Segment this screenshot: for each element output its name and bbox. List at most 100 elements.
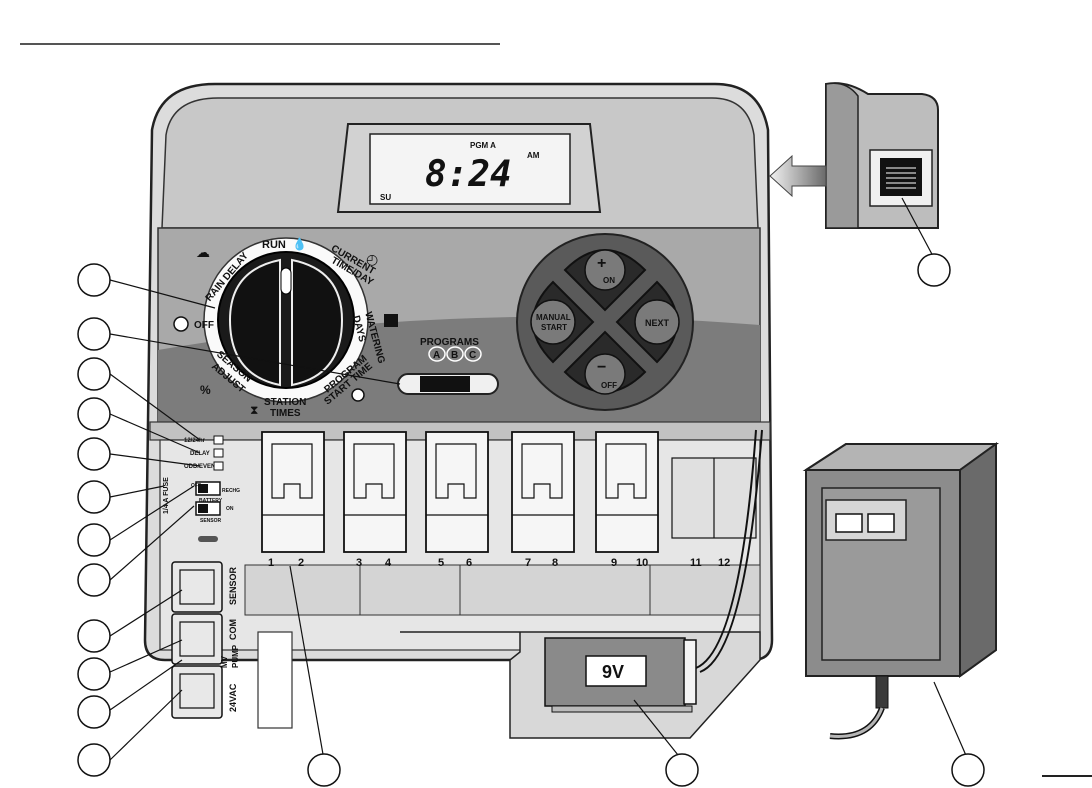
switch-delay[interactable] — [213, 448, 224, 458]
dial-off: OFF — [194, 320, 214, 331]
ac-transformer — [802, 442, 1000, 740]
phone-jack[interactable] — [880, 158, 922, 196]
minus-symbol: − — [597, 359, 606, 376]
station-number: 6 — [466, 557, 472, 569]
remote-port-detail — [769, 82, 939, 229]
insert-arrow — [769, 154, 827, 198]
station-number: 5 — [438, 557, 444, 569]
lcd-time: 8:24 — [425, 154, 512, 195]
plus-on-label: ON — [603, 276, 615, 285]
clock-icon-2 — [351, 388, 365, 402]
dial: RUN 💧 CURRENT TIME/DAY ◴ WATERING DAYS P… — [173, 237, 398, 419]
program-c-label: C — [469, 350, 476, 361]
fuse-label: 1/4 A FUSE — [163, 477, 170, 514]
callout-circle — [77, 437, 111, 471]
station-number: 8 — [552, 557, 558, 569]
station-number: 4 — [385, 557, 392, 569]
station-module-5[interactable] — [595, 431, 659, 553]
station-number: 9 — [611, 557, 617, 569]
station-number: 7 — [525, 557, 531, 569]
callout-circle — [77, 523, 111, 557]
callout-circle — [77, 263, 111, 297]
switch-panel: 12/24hr DELAY ODD/EVEN 1/4 A FUSE BATTER… — [163, 435, 240, 542]
station-module-3[interactable] — [425, 431, 489, 553]
program-a-label: A — [433, 350, 440, 361]
button-cluster: + ON − OFF MANUAL START NEXT — [516, 233, 694, 411]
lcd-ampm: AM — [527, 151, 540, 160]
manual-label-2: START — [541, 323, 567, 332]
callout-circle — [951, 753, 985, 787]
terminal-com[interactable] — [171, 613, 223, 665]
callout-circle — [917, 253, 951, 287]
terminal-sensor[interactable] — [171, 561, 223, 613]
callout-circle — [307, 753, 341, 787]
manual-label-1: MANUAL — [536, 313, 571, 322]
switch-recharge-label: RECHG — [222, 488, 240, 494]
lcd-window: PGM A 8:24 AM SU — [336, 123, 602, 213]
sensor-switch-label: SENSOR — [200, 518, 222, 524]
plug-prong — [867, 513, 895, 533]
dial-station-1: STATION — [264, 397, 306, 408]
station-number: 1 — [268, 557, 274, 569]
dial-percent: % — [200, 383, 211, 397]
hourglass-icon: ⧗ — [250, 403, 258, 417]
callout-circle — [665, 753, 699, 787]
dial-run: RUN — [262, 239, 286, 251]
callout-circle — [77, 357, 111, 391]
program-b-label: B — [451, 350, 458, 361]
terminal-mv-label: MV — [220, 655, 229, 668]
callout-circle — [77, 743, 111, 777]
terminal-com-label: COM — [228, 619, 238, 640]
station-modules — [261, 431, 757, 553]
station-number: 3 — [356, 557, 362, 569]
station-number: 12 — [718, 557, 730, 569]
switch-12-24[interactable] — [213, 435, 224, 445]
callout-circle — [77, 480, 111, 514]
switch-odd-even[interactable] — [213, 461, 224, 471]
switch-delay-label: DELAY — [190, 451, 210, 457]
sprinkler-off-icon — [173, 316, 189, 332]
callout-circles — [77, 253, 985, 787]
callout-circle — [77, 695, 111, 729]
station-numbers: 1 2 3 4 5 6 7 8 9 10 11 12 — [268, 557, 730, 569]
terminal-blocks: SENSOR COM MV PUMP 24VAC — [171, 561, 293, 729]
knockout-panel — [257, 631, 293, 729]
battery-bay: 9V — [400, 429, 763, 739]
plus-symbol: + — [597, 255, 606, 272]
plug-prong — [835, 513, 863, 533]
station-number: 2 — [298, 557, 304, 569]
callout-circle — [77, 317, 111, 351]
terminal-24vac-label: 24VAC — [228, 683, 238, 712]
switch-odd-even-label: ODD/EVEN — [184, 464, 215, 470]
lcd-day: SU — [380, 193, 391, 202]
callout-circle — [77, 563, 111, 597]
clock-icon: ◴ — [366, 251, 378, 267]
station-number: 11 — [690, 557, 702, 569]
station-number: 10 — [636, 557, 648, 569]
switch-on-label: ON — [226, 506, 234, 512]
rain-cloud-icon: ☁ — [196, 244, 210, 260]
lcd-program: PGM A — [470, 141, 496, 150]
terminal-sensor-label: SENSOR — [228, 566, 238, 605]
terminal-pump-label: PUMP — [231, 644, 240, 668]
switch-off-label: OFF — [191, 483, 201, 489]
callout-circle — [77, 397, 111, 431]
battery-label: BATTERY — [199, 498, 223, 504]
switch-12-24-label: 12/24hr — [184, 438, 206, 444]
station-module-1[interactable] — [261, 431, 325, 553]
callout-circle — [77, 619, 111, 653]
station-module-4[interactable] — [511, 431, 575, 553]
next-label: NEXT — [645, 318, 670, 328]
programs-title: PROGRAMS — [420, 337, 479, 348]
droplet-icon: 💧 — [292, 237, 307, 251]
leader-lines — [109, 197, 969, 761]
terminal-24vac[interactable] — [171, 665, 223, 719]
program-selector: PROGRAMS A B C — [397, 337, 499, 395]
callout-circle — [77, 657, 111, 691]
dial-station-2: TIMES — [270, 408, 301, 419]
station-module-2[interactable] — [343, 431, 407, 553]
minus-off-label: OFF — [601, 381, 617, 390]
battery-9v-label: 9V — [602, 662, 624, 682]
calendar-icon — [384, 314, 398, 327]
